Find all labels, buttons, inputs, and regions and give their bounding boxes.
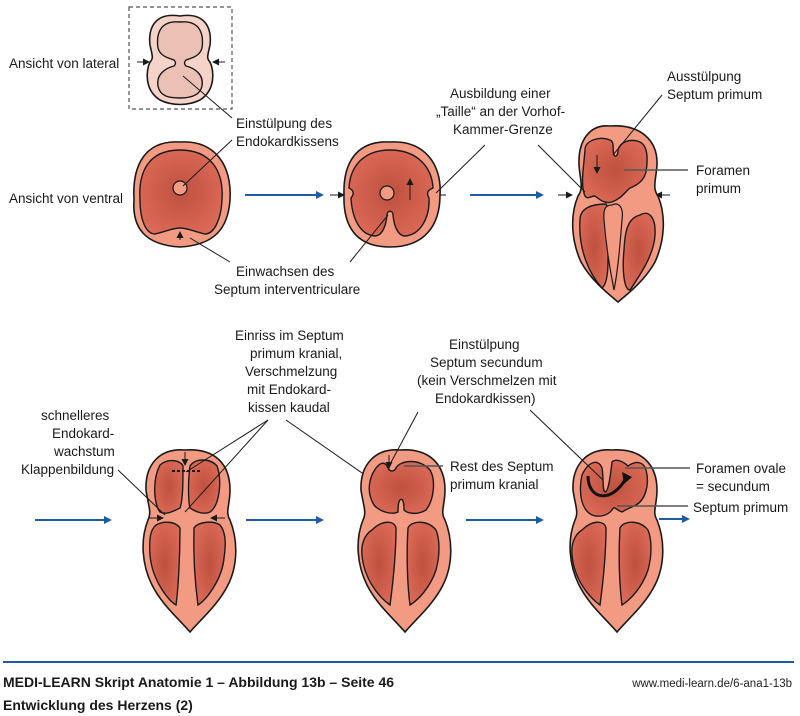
label-secundum-2: Septum secundum xyxy=(430,355,543,370)
flow-curve-arrow-icon xyxy=(586,475,628,498)
leader-line xyxy=(435,144,486,194)
label-einriss-5: kissen kaudal xyxy=(248,400,330,415)
leader-line xyxy=(537,144,586,193)
leader-line xyxy=(189,237,231,263)
heart-stage-6-ventricle-right xyxy=(618,521,652,607)
label-taille-3: Kammer-Grenze xyxy=(453,122,553,137)
label-endokard-wachstum-1: schnelleres xyxy=(41,408,110,423)
label-foramen-ovale-1: Foramen ovale xyxy=(696,461,786,476)
heart-stage-5-ventricle-right xyxy=(406,521,440,607)
label-secundum-3: (kein Verschmelzen mit xyxy=(417,373,557,388)
label-view-ventral: Ansicht von ventral xyxy=(9,191,123,206)
heart-stage-5-ventricle-left xyxy=(361,521,397,607)
label-einriss-2: primum kranial, xyxy=(250,346,342,361)
heart-stage-3-ventricle-left xyxy=(579,203,610,289)
label-foramen-primum-2: primum xyxy=(696,181,741,196)
label-endokard-wachstum-3: wachstum xyxy=(53,444,115,459)
label-ausstuelpung-2: Septum primum xyxy=(667,87,762,102)
label-einriss-4: mit Endokard- xyxy=(247,382,331,397)
endocardial-cushion xyxy=(379,185,395,201)
heart-stage-3-ventricle-right xyxy=(622,212,656,291)
heart-stage-5-atrium xyxy=(368,460,435,515)
leader-line xyxy=(612,94,663,156)
label-endokard-wachstum-2: Endokard- xyxy=(52,426,114,441)
label-septum-primum: Septum primum xyxy=(693,500,788,515)
label-endokard-1: Einstülpung des xyxy=(236,116,332,131)
label-endokard-wachstum-4: Klappenbildung xyxy=(21,462,114,477)
label-septum-iv-1: Einwachsen des xyxy=(236,264,335,279)
leader-line xyxy=(182,75,233,119)
leader-line xyxy=(182,139,233,187)
label-rest-2: primum kranial xyxy=(450,477,539,492)
label-einriss-3: Verschmelzung xyxy=(245,364,337,379)
label-rest-1: Rest des Septum xyxy=(450,459,554,474)
heart-stage-4-atrium-left xyxy=(154,459,184,514)
leader-line xyxy=(387,411,419,469)
label-foramen-ovale-2: = secundum xyxy=(696,479,770,494)
footer-divider xyxy=(3,661,794,663)
label-septum-iv-2: Septum interventriculare xyxy=(214,282,360,297)
footer-subtitle: Entwicklung des Herzens (2) xyxy=(3,697,193,713)
footer-source: MEDI-LEARN Skript Anatomie 1 – Abbildung… xyxy=(3,674,395,690)
label-ausstuelpung-1: Ausstülpung xyxy=(667,69,741,84)
heart-stage-3-atrium xyxy=(581,137,648,204)
leader-line xyxy=(117,469,166,516)
leader-line xyxy=(184,419,269,513)
endocardial-cushion xyxy=(172,180,188,196)
heart-stage-4-ventricle-left xyxy=(148,521,181,607)
leader-line xyxy=(185,419,269,473)
label-taille-2: „Taille“ an der Vorhof- xyxy=(436,104,565,119)
label-endokard-2: Endokardkissens xyxy=(236,134,339,149)
label-secundum-4: Endokardkissen) xyxy=(435,391,536,406)
lateral-view-frame xyxy=(128,6,233,110)
lateral-heart-inner xyxy=(156,21,204,99)
leader-line xyxy=(529,409,604,481)
arrow-head-icon xyxy=(622,472,632,484)
label-secundum-1: Einstülpung xyxy=(449,337,520,352)
heart-stage-6-ventricle-left xyxy=(571,521,607,607)
heart-stage-4-ventricle-right xyxy=(193,521,226,607)
septum-interventriculare xyxy=(603,203,623,291)
footer-url-link[interactable]: www.medi-learn.de/6-ana1-13b xyxy=(632,678,792,690)
label-foramen-primum-1: Foramen xyxy=(696,163,750,178)
label-einriss-1: Einriss im Septum xyxy=(235,328,344,343)
label-taille-1: Ausbildung einer xyxy=(450,86,551,101)
leader-line xyxy=(349,214,389,263)
label-view-lateral: Ansicht von lateral xyxy=(9,56,119,71)
